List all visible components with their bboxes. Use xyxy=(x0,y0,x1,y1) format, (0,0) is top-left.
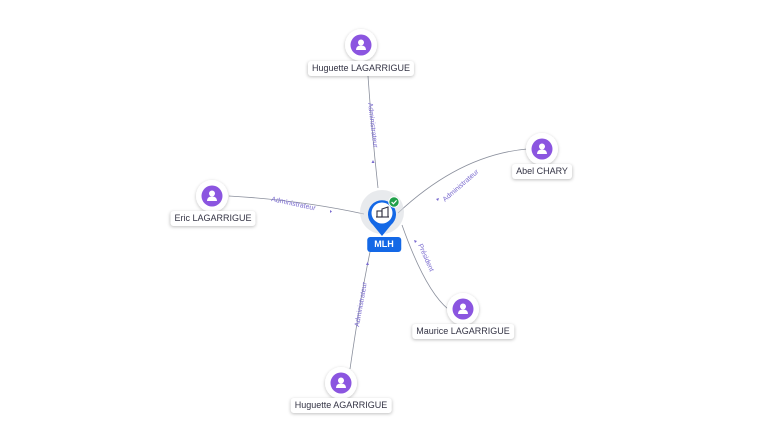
person-label[interactable]: Eric LAGARRIGUE xyxy=(170,211,256,226)
person-node-abel-chary[interactable] xyxy=(526,133,558,165)
edge-label-role: Président xyxy=(416,243,434,273)
person-label[interactable]: Huguette LAGARRIGUE xyxy=(307,61,415,76)
edge-maurice-lagarrigue xyxy=(401,224,449,310)
check-icon xyxy=(388,196,400,208)
person-node-huguette-agarrigue[interactable] xyxy=(325,367,357,399)
person-node-maurice-lagarrigue[interactable] xyxy=(447,293,479,325)
company-node-mlh[interactable] xyxy=(360,190,404,236)
person-nodes xyxy=(196,29,558,399)
edge-eric-lagarrigue xyxy=(228,195,365,215)
person-icon xyxy=(336,377,346,388)
person-node-eric-lagarrigue[interactable] xyxy=(196,180,228,212)
edge-abel-chary xyxy=(397,148,528,214)
edge-huguette-lagarrigue xyxy=(367,75,379,189)
edge-label-role: Administrateur xyxy=(366,102,379,148)
edge-label-role: Administrateur xyxy=(354,281,369,327)
edge-arrow xyxy=(436,198,439,201)
edge-arrow xyxy=(330,210,332,213)
edge-arrow xyxy=(414,240,417,243)
company-icon xyxy=(376,206,389,218)
edge-huguette-agarrigue xyxy=(349,251,371,370)
edge-arrow xyxy=(366,262,369,265)
person-label[interactable]: Maurice LAGARRIGUE xyxy=(412,324,514,339)
person-label[interactable]: Abel CHARY xyxy=(512,164,572,179)
person-node-huguette-lagarrigue[interactable] xyxy=(345,29,377,61)
edge-label-role: Administrateur xyxy=(271,196,317,212)
person-label[interactable]: Huguette AGARRIGUE xyxy=(290,398,392,413)
edge-arrow xyxy=(371,160,375,163)
edges xyxy=(228,75,528,370)
company-label[interactable]: MLH xyxy=(367,237,401,252)
edge-label-role: Administrateur xyxy=(442,168,481,203)
person-icon xyxy=(537,143,547,154)
person-icon xyxy=(207,190,217,201)
person-icon xyxy=(356,39,366,50)
person-icon xyxy=(458,303,468,314)
